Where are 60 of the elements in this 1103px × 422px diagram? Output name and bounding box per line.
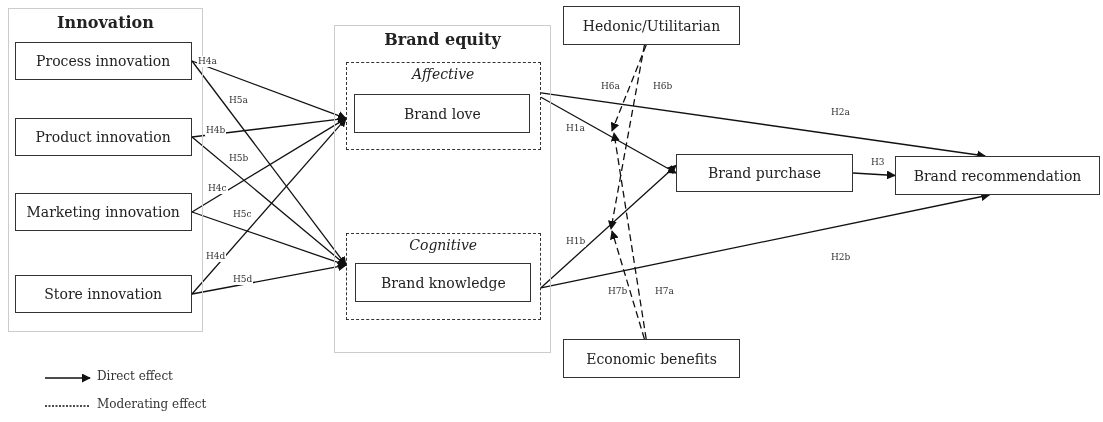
group-heading: Brand equity	[383, 30, 503, 49]
moderating-arrow	[610, 230, 646, 340]
moderating-arrow	[608, 44, 646, 230]
edge-label: H5c	[232, 209, 253, 220]
construct-label: Process innovation	[36, 52, 171, 69]
dashed-group-box	[345, 232, 541, 320]
construct-box	[354, 94, 531, 134]
construct-box	[14, 41, 192, 80]
edge-label: H5a	[228, 95, 249, 106]
arrow	[191, 60, 347, 266]
construct-box	[14, 192, 192, 231]
legend-label: Direct effect	[97, 369, 173, 383]
edge-label: H3	[870, 157, 886, 168]
group-heading: Affective	[410, 65, 476, 82]
construct-label: Economic benefits	[586, 350, 717, 367]
construct-box	[14, 117, 192, 156]
edge-label: H2b	[830, 252, 852, 263]
edge-label: H7b	[607, 286, 629, 297]
edge-label: H2a	[830, 107, 851, 118]
construct-label: Hedonic/Utilitarian	[582, 17, 721, 34]
moderating-arrow	[610, 44, 647, 132]
arrow	[852, 170, 896, 180]
arrow	[191, 117, 347, 295]
arrow	[191, 262, 347, 295]
edge-label: H1a	[565, 123, 586, 134]
edge-label: H7a	[654, 286, 675, 297]
edge-label: H6b	[652, 81, 674, 92]
edge-label: H4b	[205, 125, 227, 136]
construct-label: Brand knowledge	[381, 274, 506, 291]
arrow	[191, 136, 347, 266]
edge-label: H4a	[197, 56, 218, 67]
construct-label: Store innovation	[44, 285, 163, 302]
edge-label: H5d	[232, 274, 254, 285]
edge-label: H4c	[207, 183, 228, 194]
construct-box	[895, 156, 1100, 195]
construct-box	[676, 154, 853, 192]
arrow	[540, 164, 677, 289]
edge-label: H1b	[565, 236, 587, 247]
edge-label: H6a	[600, 81, 621, 92]
construct-box	[355, 263, 532, 303]
arrow	[191, 60, 347, 120]
legend-label: Moderating effect	[97, 397, 207, 411]
arrow	[191, 211, 347, 267]
group-heading: Innovation	[56, 13, 155, 32]
group-panel	[334, 25, 551, 353]
dashed-group-box	[345, 61, 541, 150]
construct-label: Brand purchase	[707, 165, 822, 181]
group-heading: Cognitive	[408, 236, 479, 253]
construct-box	[563, 339, 740, 378]
arrow	[540, 96, 677, 174]
edge-label: H4d	[205, 251, 227, 262]
construct-label: Marketing innovation	[26, 203, 180, 220]
construct-box	[563, 6, 740, 45]
construct-label: Brand recommendation	[913, 167, 1082, 184]
edge-label: H5b	[228, 153, 250, 164]
arrow	[191, 114, 347, 138]
construct-label: Product innovation	[35, 128, 171, 145]
construct-label: Brand love	[403, 105, 481, 122]
moderating-arrow	[610, 132, 647, 340]
construct-box	[14, 274, 192, 313]
